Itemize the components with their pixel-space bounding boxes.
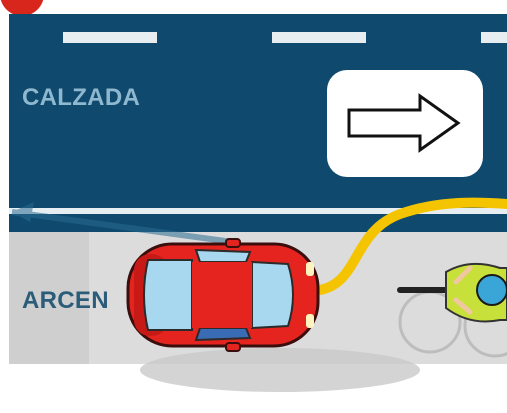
car-shadow xyxy=(140,348,420,392)
shoulder-label: ARCEN xyxy=(22,287,109,315)
road-label: CALZADA xyxy=(22,84,140,112)
red-car-icon xyxy=(128,239,318,351)
lane-dash xyxy=(63,32,157,43)
lane-dash xyxy=(481,32,507,43)
lane-dash xyxy=(272,32,366,43)
arrow-right-icon xyxy=(327,70,483,177)
